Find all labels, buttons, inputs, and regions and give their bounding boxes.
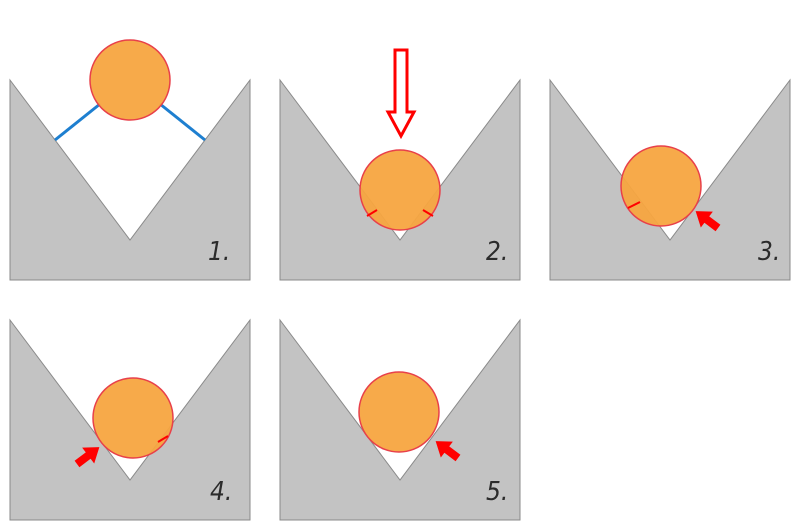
push-arrow-icon xyxy=(74,447,100,468)
ball xyxy=(89,39,171,121)
panel-1: 1. xyxy=(9,39,251,281)
panel-5: 5. xyxy=(279,318,521,521)
v-groove-block xyxy=(9,318,251,521)
contact-mark-right xyxy=(157,435,169,443)
contact-line-left xyxy=(54,102,101,142)
panel-2: 2. xyxy=(279,48,521,281)
panel-label: 2. xyxy=(486,237,508,267)
panel-label: 4. xyxy=(210,477,232,507)
contact-mark-left xyxy=(627,201,641,209)
panel-label: 3. xyxy=(758,237,780,267)
push-arrow-icon xyxy=(695,211,721,232)
panel-label: 5. xyxy=(486,477,508,507)
push-arrow-icon xyxy=(435,441,461,462)
v-groove-block xyxy=(279,318,521,521)
contact-mark-left xyxy=(366,209,378,217)
panel-3: 3. xyxy=(549,78,791,281)
ball xyxy=(92,377,174,459)
v-groove-block xyxy=(9,78,251,281)
ball xyxy=(359,149,441,231)
ball xyxy=(358,371,440,453)
down-arrow-icon xyxy=(385,48,417,140)
contact-line-right xyxy=(159,102,206,142)
contact-mark-right xyxy=(422,209,434,217)
ball xyxy=(620,145,702,227)
panel-4: 4. xyxy=(9,318,251,521)
panel-label: 1. xyxy=(208,237,230,267)
